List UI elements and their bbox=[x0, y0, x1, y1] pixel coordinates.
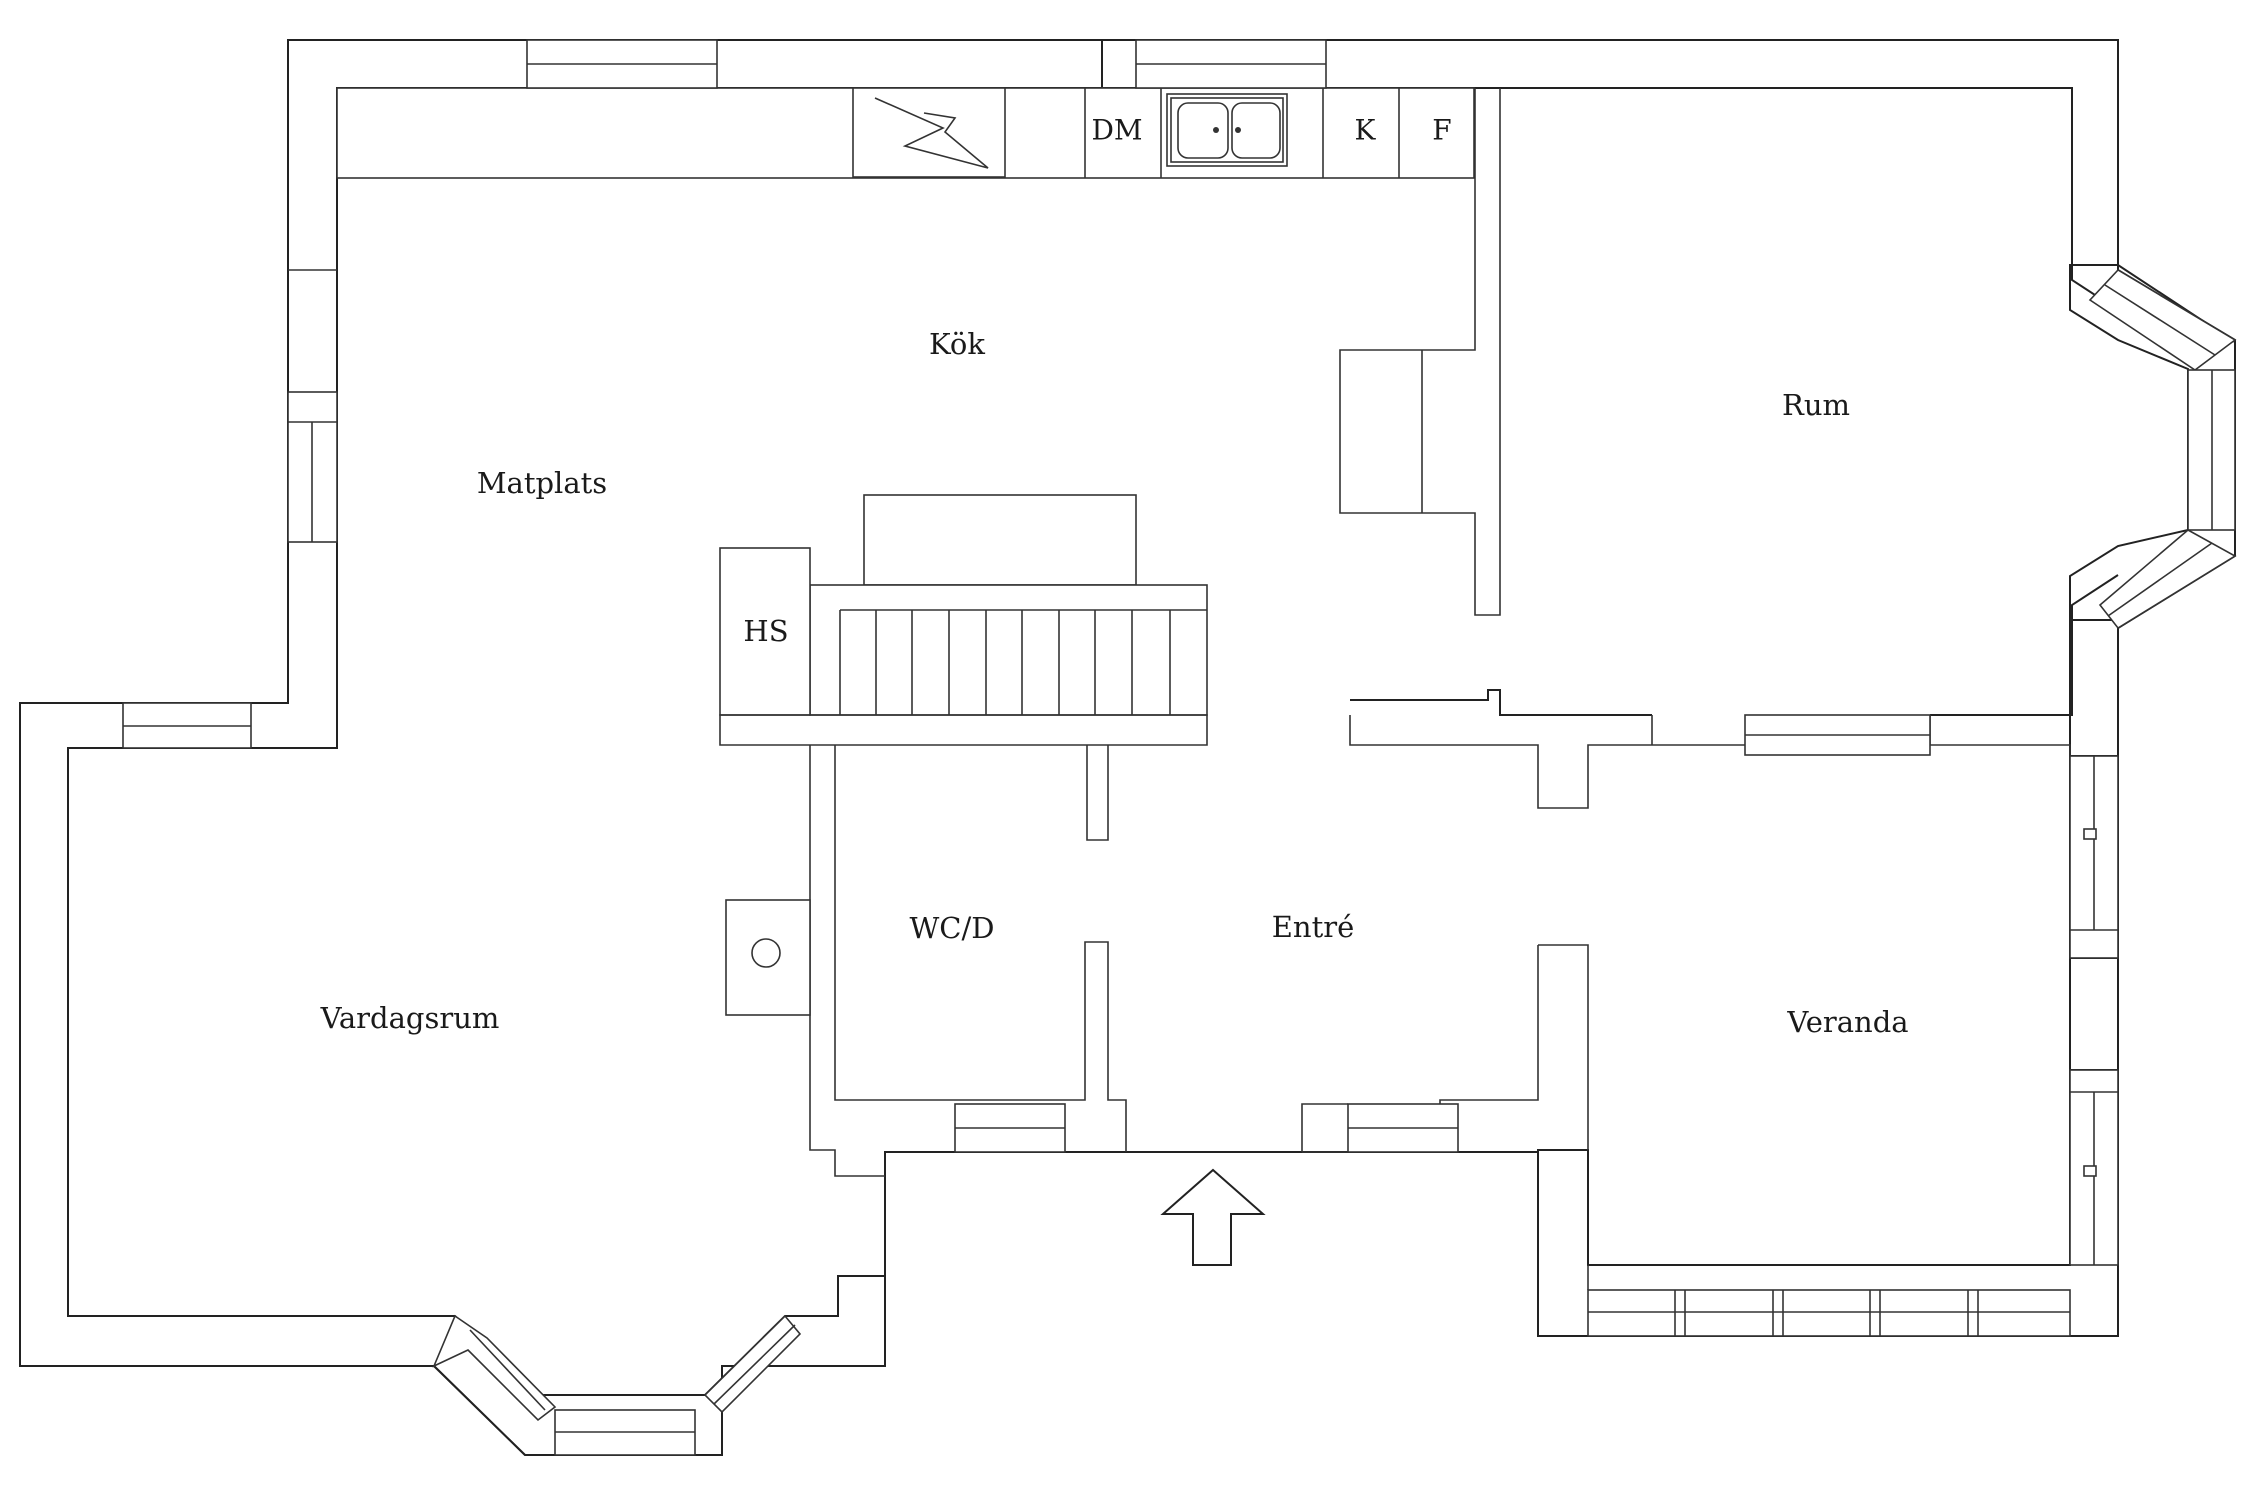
window-veranda-right-bottom bbox=[2069, 1069, 2119, 1266]
window-veranda-top bbox=[1744, 714, 1931, 756]
window-veranda-bottom bbox=[1587, 1265, 2071, 1337]
window-entre bbox=[1347, 1103, 1459, 1153]
window-wc bbox=[954, 1103, 1066, 1153]
bay-window-rum-bottom bbox=[2098, 529, 2237, 630]
room-label-rum: Rum bbox=[1782, 388, 1850, 422]
window-living-top bbox=[122, 702, 252, 749]
fridge-label: K bbox=[1355, 114, 1377, 147]
room-label-vardagsrum: Vardagsrum bbox=[320, 1001, 500, 1035]
bay-window-center bbox=[554, 1409, 696, 1456]
stair-steps bbox=[875, 610, 1171, 715]
window-top-mid bbox=[1135, 39, 1327, 89]
room-label-hs: HS bbox=[743, 614, 788, 648]
chimney bbox=[725, 899, 811, 1016]
bay-window-left bbox=[432, 1314, 557, 1422]
room-label-veranda: Veranda bbox=[1786, 1005, 1908, 1039]
window-top-left bbox=[526, 39, 718, 89]
kitchen-partition bbox=[1339, 88, 1501, 616]
double-sink-icon bbox=[1166, 93, 1288, 167]
window-left-dining bbox=[287, 391, 338, 543]
stove-icon bbox=[852, 87, 1006, 178]
freezer-label: F bbox=[1432, 114, 1451, 147]
entre-wall-right bbox=[1301, 1103, 1348, 1152]
room-label-entre: Entré bbox=[1272, 910, 1355, 944]
window-veranda-right-top bbox=[2069, 755, 2119, 959]
bay-window-rum-mid bbox=[2187, 369, 2236, 531]
room-label-wcd: WC/D bbox=[909, 911, 994, 945]
entrance-arrow bbox=[1160, 1168, 1266, 1266]
dishwasher-label: DM bbox=[1091, 114, 1142, 147]
bay-window-right bbox=[703, 1314, 802, 1414]
room-label-matplats: Matplats bbox=[477, 466, 607, 500]
stairs bbox=[719, 494, 1208, 746]
room-label-kok: Kök bbox=[929, 327, 985, 361]
